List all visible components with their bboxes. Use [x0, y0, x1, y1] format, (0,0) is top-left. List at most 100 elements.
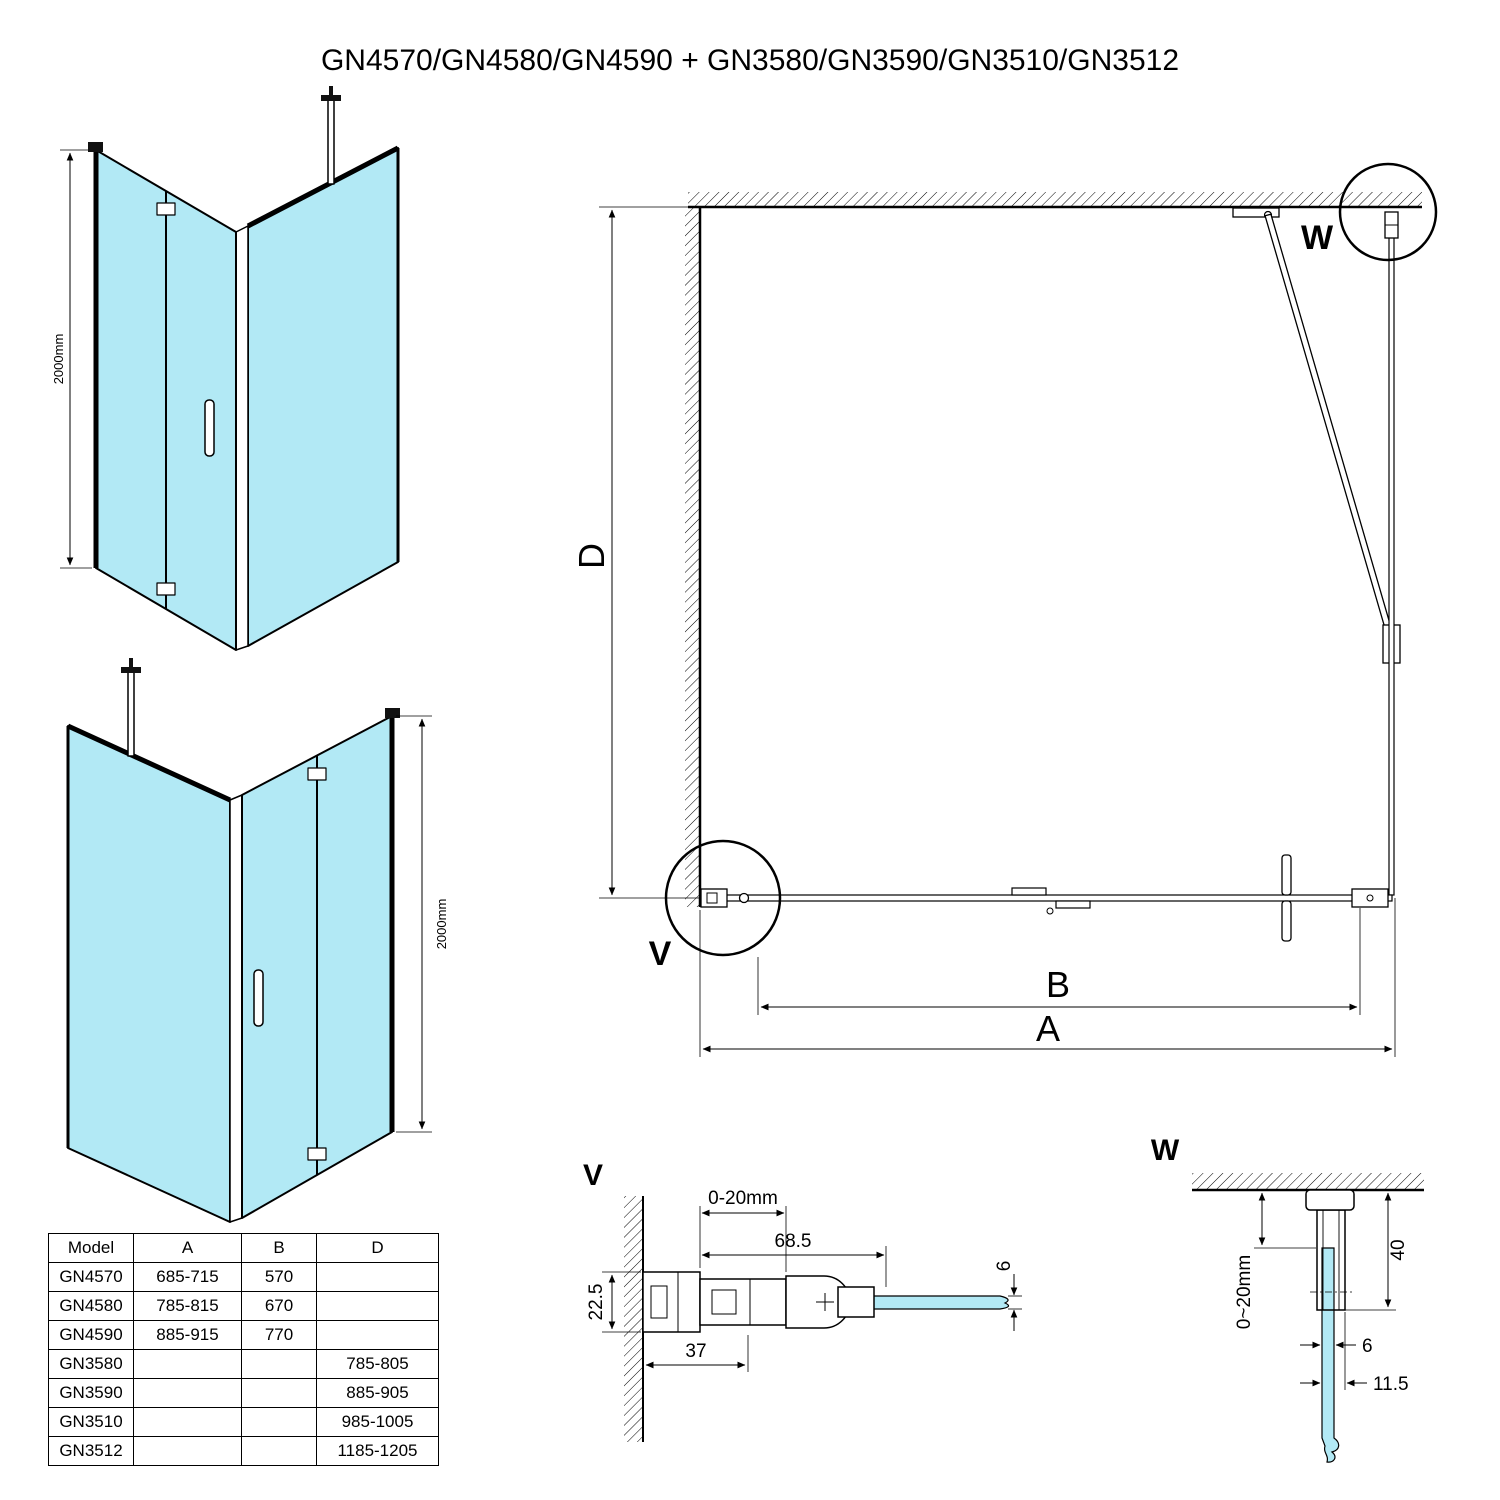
detail-v — [602, 1196, 1022, 1442]
d-cell — [316, 1262, 439, 1292]
iso-top-hinge — [156, 582, 176, 596]
detail-v-dim-adjust: 0-20mm — [708, 1188, 778, 1209]
b-cell — [241, 1378, 317, 1408]
model-cell: GN3590 — [48, 1378, 134, 1408]
detail-v-dim-width: 68.5 — [775, 1231, 812, 1252]
table-row: GN4590 885-915 770 — [48, 1320, 439, 1350]
detail-w-dim-adjust: 0~20mm — [1234, 1255, 1255, 1329]
iso-top-wall-cap — [88, 142, 103, 152]
model-cell: GN3580 — [48, 1349, 134, 1379]
col-header-d: D — [316, 1233, 439, 1263]
model-cell: GN4590 — [48, 1320, 134, 1350]
a-cell — [133, 1378, 242, 1408]
iso-top-hinge — [156, 202, 176, 216]
table-row: GN3590 885-905 — [48, 1378, 439, 1408]
detail-w-dim-height: 40 — [1388, 1239, 1409, 1260]
model-cell: GN3510 — [48, 1407, 134, 1437]
iso-top-pole-mount — [321, 95, 341, 101]
table-row: GN4580 785-815 670 — [48, 1291, 439, 1321]
iso-view-top — [60, 86, 400, 651]
plan-door-handle — [1281, 854, 1292, 896]
d-cell — [316, 1291, 439, 1321]
table-row: GN3512 1185-1205 — [48, 1436, 439, 1466]
detail-w-label: W — [1151, 1134, 1180, 1167]
b-cell: 670 — [241, 1291, 317, 1321]
detail-v-dim-profile: 37 — [685, 1341, 706, 1362]
b-cell — [241, 1436, 317, 1466]
plan-dimension-b — [757, 908, 1361, 1015]
detail-v-wall-hatch — [624, 1196, 643, 1442]
table-row: GN3510 985-1005 — [48, 1407, 439, 1437]
table-header-row: Model A B D — [48, 1233, 439, 1263]
iso-bottom-wall-cap — [385, 708, 400, 718]
plan-dim-b-label: B — [1046, 964, 1070, 1005]
iso-bottom-support-pole — [127, 671, 135, 757]
detail-w-glass — [1321, 1247, 1340, 1463]
detail-circle-w — [1338, 162, 1438, 262]
plan-folding-door — [699, 854, 1393, 942]
detail-v-dim-depth: 22.5 — [586, 1284, 607, 1321]
iso-top-corner-post — [235, 225, 249, 651]
d-cell: 1185-1205 — [316, 1436, 439, 1466]
a-cell — [133, 1349, 242, 1379]
spec-table: Model A B D GN4570 685-715 570 GN4580 78… — [48, 1233, 439, 1466]
a-cell — [133, 1407, 242, 1437]
plan-dimension-d — [599, 206, 700, 899]
iso-bottom-door-handle — [253, 969, 264, 1027]
detail-v-dimensions — [602, 1206, 1022, 1372]
detail-v-dim-glass: 6 — [994, 1261, 1015, 1272]
iso-bottom-dimension — [396, 715, 432, 1133]
plan-side-panel — [1384, 211, 1399, 896]
plan-view — [599, 162, 1438, 1057]
iso-bottom-pole-mount — [121, 667, 141, 673]
iso-top-side-panel — [247, 147, 399, 647]
page-title: GN4570/GN4580/GN4590 + GN3580/GN3590/GN3… — [321, 44, 1179, 77]
d-cell: 985-1005 — [316, 1407, 439, 1437]
plan-pivot — [738, 892, 750, 904]
plan-fold-hinge — [1055, 900, 1091, 909]
iso-bottom-side-panel — [67, 725, 231, 1223]
detail-w — [1192, 1173, 1424, 1463]
plan-wall-left-hatch — [685, 207, 700, 907]
a-cell: 785-815 — [133, 1291, 242, 1321]
detail-v-glass-clamp — [837, 1286, 875, 1318]
plan-detail-v-label: V — [649, 935, 672, 973]
detail-w-ceiling-mount — [1305, 1189, 1355, 1211]
col-header-b: B — [241, 1233, 317, 1263]
plan-dim-a-label: A — [1036, 1008, 1060, 1049]
iso-view-bottom — [66, 658, 432, 1223]
detail-w-dim-glass: 6 — [1362, 1336, 1373, 1357]
detail-v-label: V — [583, 1159, 603, 1192]
iso-bottom-corner-post — [229, 794, 243, 1223]
a-cell — [133, 1436, 242, 1466]
d-cell — [316, 1320, 439, 1350]
iso-top-dimension — [60, 149, 92, 569]
plan-wall-top-hatch — [688, 192, 1422, 207]
iso-top-height-label: 2000mm — [51, 334, 66, 385]
b-cell: 770 — [241, 1320, 317, 1350]
iso-bottom-height-label: 2000mm — [434, 899, 449, 950]
iso-top-support-pole — [327, 99, 335, 185]
b-cell — [241, 1407, 317, 1437]
detail-w-dim-offset: 11.5 — [1373, 1374, 1409, 1395]
iso-bottom-hinge — [307, 767, 327, 781]
d-cell: 785-805 — [316, 1349, 439, 1379]
plan-fold-hinge — [1011, 887, 1047, 896]
model-cell: GN4580 — [48, 1291, 134, 1321]
detail-w-dimensions — [1254, 1192, 1396, 1390]
iso-bottom-hinge — [307, 1147, 327, 1161]
model-cell: GN3512 — [48, 1436, 134, 1466]
table-row: GN4570 685-715 570 — [48, 1262, 439, 1292]
b-cell: 570 — [241, 1262, 317, 1292]
plan-dim-d-label: D — [571, 543, 612, 569]
b-cell — [241, 1349, 317, 1379]
detail-w-ceiling-hatch — [1192, 1173, 1424, 1190]
d-cell: 885-905 — [316, 1378, 439, 1408]
iso-top-door-handle — [204, 399, 215, 457]
col-header-model: Model — [48, 1233, 134, 1263]
plan-dimension-a — [699, 898, 1396, 1057]
table-row: GN3580 785-805 — [48, 1349, 439, 1379]
plan-door-handle — [1281, 900, 1292, 942]
a-cell: 885-915 — [133, 1320, 242, 1350]
